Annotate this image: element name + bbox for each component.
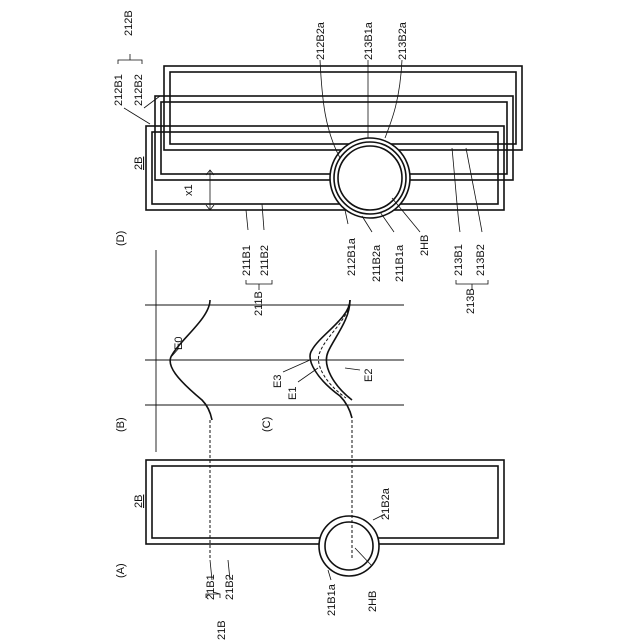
panel-d-label-212b2: 212B2 (133, 74, 145, 106)
panel-c-leader-e2 (345, 368, 360, 370)
panel-d-label-213b1a: 213B1a (363, 21, 375, 60)
panel-a-label: (A) (115, 563, 127, 578)
panel-c-leader-e3 (283, 360, 310, 372)
panel-d-brace-211b (246, 280, 272, 290)
panel-d-leader-211b1 (246, 210, 248, 230)
panel-d-label-211b2: 211B2 (259, 245, 271, 276)
panel-a-label-21b2a: 21B2a (380, 487, 392, 520)
panel-d-brace-213b (456, 280, 488, 290)
panel-d-leader-2hb (392, 198, 420, 232)
panel-d-hole-ring-1 (338, 146, 402, 210)
panel-d-label-213b2: 213B2 (475, 244, 487, 276)
panel-d-label-212b1: 212B1 (113, 74, 125, 106)
panel-c-label: (C) (261, 417, 273, 432)
panel-d-leader-212b1a (345, 210, 348, 224)
panel-c-label-e2: E2 (363, 369, 375, 382)
panel-d-label-211b1: 211B1 (241, 245, 253, 276)
panel-d-211b1-frame (146, 126, 504, 210)
panel-d-212b1-frame (164, 66, 522, 150)
panel-d-212b2-frame (170, 72, 516, 144)
panel-b-label: (B) (115, 417, 127, 432)
panel-d-label-211b: 211B (253, 291, 265, 316)
panel-d-label-212b2a: 212B2a (315, 21, 327, 60)
panel-d-label-213b: 213B (465, 288, 477, 314)
panel-d-leader-212b1 (124, 108, 150, 124)
panel-d-leader-213b1 (452, 148, 460, 232)
panel-c-label-e3: E3 (272, 375, 284, 388)
panel-d-ref-2b: 2B (133, 157, 145, 170)
panel-a-leader-21b1a (328, 570, 331, 580)
panel-d-brace-212b (118, 54, 142, 64)
panel-b-label-e0: E0 (173, 337, 185, 350)
panel-d-leader-213b2 (466, 148, 482, 232)
panel-d-label-213b1: 213B1 (453, 244, 465, 276)
panel-d-label-212b: 212B (123, 10, 135, 36)
panel-a-label-21b1a: 21B1a (326, 583, 338, 616)
panel-a: (A) 2B 21B1 21B2 21B 21B1a 2HB 21B2a (115, 420, 504, 640)
panel-c-curve-e2 (326, 300, 352, 400)
panel-b: (B) E0 (115, 250, 404, 452)
panel-d-label-213b2a: 213B2a (397, 21, 409, 60)
panel-d-leader-212b2 (144, 96, 160, 108)
panel-d-leader-211b2 (262, 204, 264, 230)
panel-d-label-212b1a: 212B1a (346, 237, 358, 276)
panel-d-label-211b1a: 211B1a (394, 244, 406, 282)
panel-d-label-gap-x1: x1 (183, 184, 195, 196)
panel-d-label-211b2a: 211B2a (371, 244, 383, 282)
panel-d-label-2hb: 2HB (419, 235, 431, 256)
panel-d: (D) 2B x1 212B1 212B2 212B 212B2a 213B1a… (113, 10, 522, 316)
panel-c-curve-e3 (318, 300, 350, 398)
panel-a-hole-inner (325, 522, 373, 570)
panel-c-label-e1: E1 (287, 387, 299, 400)
panel-a-label-21b: 21B (216, 620, 228, 640)
panel-c-leader-e1 (298, 368, 318, 382)
panel-a-ref-2b: 2B (133, 495, 145, 508)
panel-d-211b2-frame (152, 132, 498, 204)
panel-c: (C) E3 E1 E2 (261, 300, 375, 432)
panel-a-label-21b1: 21B1 (205, 574, 217, 600)
panel-a-label-2hb: 2HB (367, 591, 379, 612)
panel-d-label: (D) (115, 231, 127, 246)
